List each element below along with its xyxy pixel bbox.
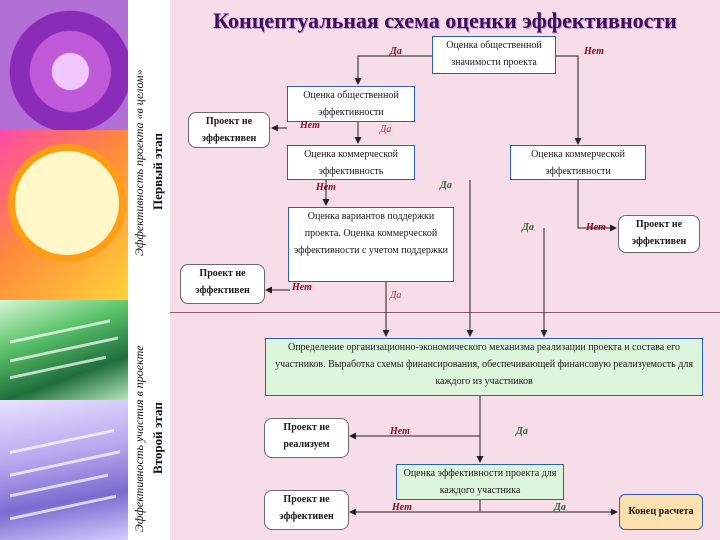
green-papers-photo xyxy=(0,300,128,400)
yes-label: Да xyxy=(380,124,392,135)
decorative-photo-strip xyxy=(0,0,128,540)
social-efficiency-box: Оценка общественной эффективности xyxy=(287,86,415,122)
not-effective-box-4: Проект не эффективен xyxy=(264,490,349,530)
yes-label: Да xyxy=(522,222,534,233)
stage-divider xyxy=(170,312,720,313)
no-label: Нет xyxy=(392,502,412,513)
not-realized-box: Проект не реализуем xyxy=(264,418,349,458)
yes-label: Да xyxy=(390,290,402,301)
page-title: Концептуальная схема оценки эффективност… xyxy=(213,8,677,33)
each-participant-box: Оценка эффективности проекта для каждого… xyxy=(396,464,564,500)
clock-icon xyxy=(8,144,126,262)
not-effective-box-2: Проект не эффективен xyxy=(618,215,700,253)
purple-papers-photo xyxy=(0,400,128,540)
no-label: Нет xyxy=(390,426,410,437)
no-label: Нет xyxy=(292,282,312,293)
mechanism-box: Определение организационно-экономическог… xyxy=(265,338,703,396)
orange-clock-photo xyxy=(0,130,128,300)
no-label: Нет xyxy=(316,182,336,193)
yes-label: Да xyxy=(516,426,528,437)
yes-label: Да xyxy=(554,502,566,513)
stage-label-panel: Эффективность проекта «в целом» Первый э… xyxy=(128,0,170,540)
yes-label: Да xyxy=(390,46,402,57)
commercial-efficiency-left-box: Оценка коммерческой эффективность xyxy=(287,145,415,180)
commercial-efficiency-right-box: Оценка коммерческой эффективности xyxy=(510,145,646,180)
social-significance-box: Оценка общественной значимости проекта xyxy=(432,36,556,74)
no-label: Нет xyxy=(300,120,320,131)
purple-clock-photo xyxy=(0,0,128,130)
no-label: Нет xyxy=(584,46,604,57)
yes-label: Да xyxy=(440,180,452,191)
no-label: Нет xyxy=(586,222,606,233)
end-calculation-box: Конец расчета xyxy=(619,494,703,530)
not-effective-box-1: Проект не эффективен xyxy=(188,112,270,148)
support-variants-box: Оценка вариантов поддержки проекта. Оцен… xyxy=(288,207,454,282)
not-effective-box-3: Проект не эффективен xyxy=(180,264,265,304)
